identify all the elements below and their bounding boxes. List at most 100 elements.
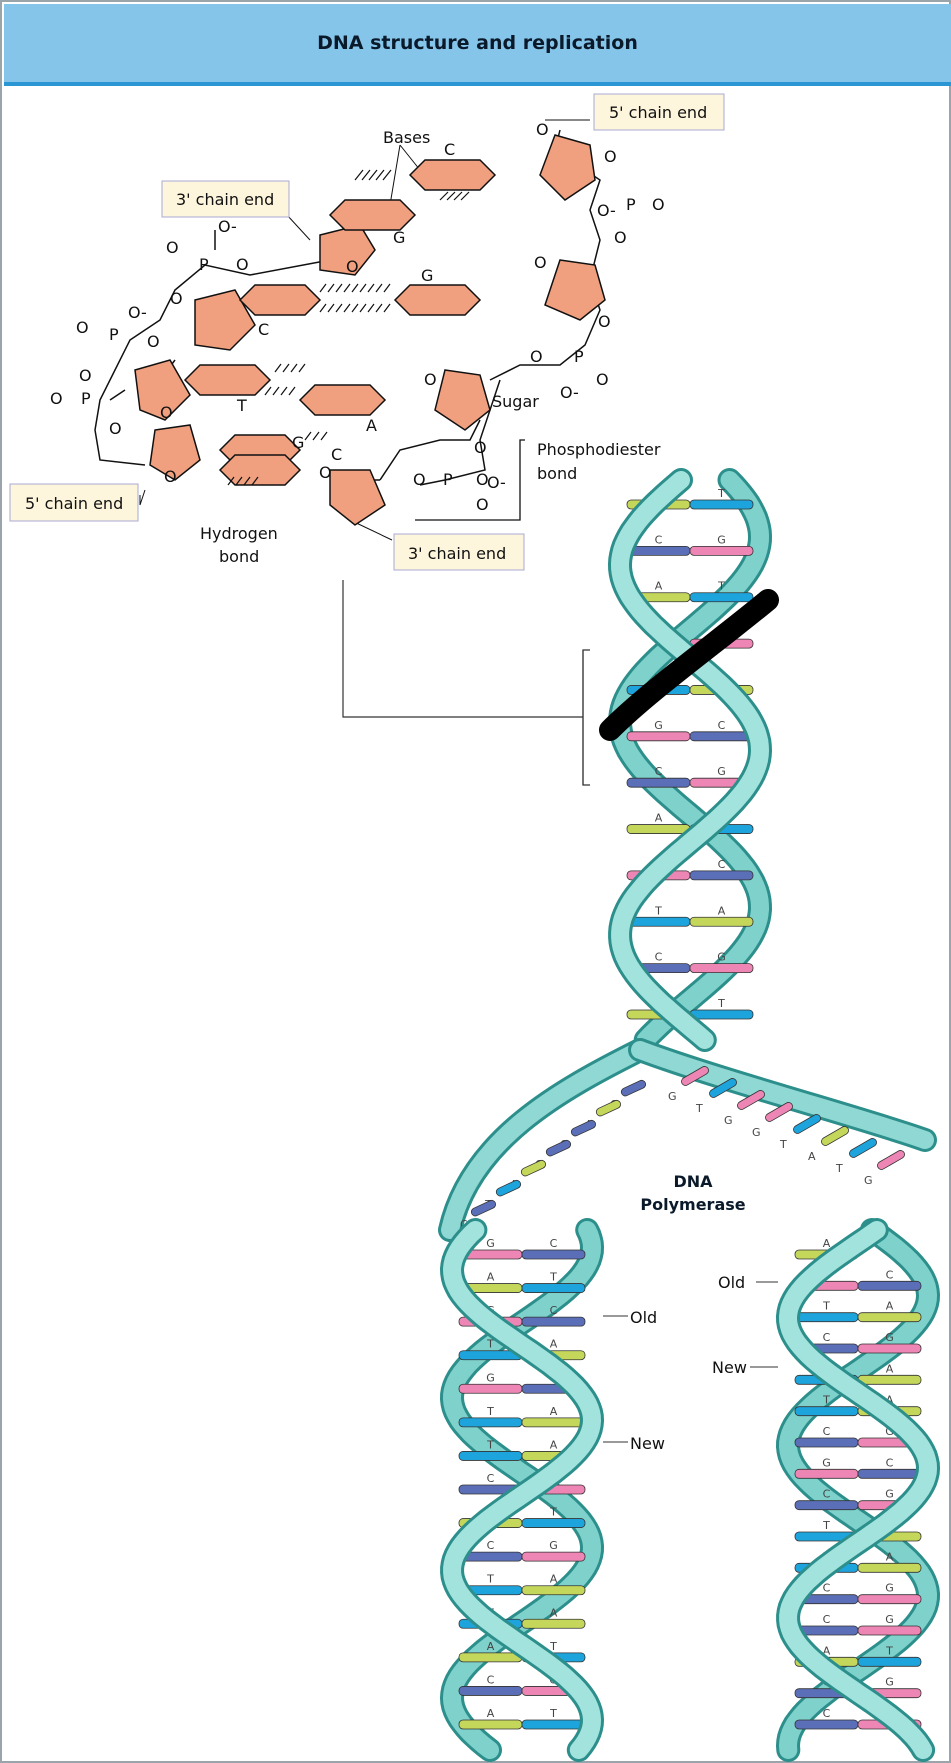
title-bar: DNA structure and replication bbox=[4, 4, 951, 86]
base-label: T bbox=[822, 1300, 830, 1313]
magnification-bracket bbox=[342, 580, 590, 786]
base-label: A bbox=[655, 812, 663, 825]
free-base-C bbox=[570, 1119, 597, 1137]
label-box bbox=[161, 180, 290, 218]
base-label: T bbox=[549, 1640, 557, 1653]
base-label: A bbox=[550, 1438, 558, 1451]
base-label: G bbox=[654, 719, 663, 732]
highlighted-segment bbox=[599, 589, 779, 741]
atom-o: O bbox=[652, 195, 665, 214]
base-label: T bbox=[822, 1519, 830, 1532]
atom-p: P bbox=[199, 255, 209, 274]
base-bar-C bbox=[689, 731, 754, 742]
base-letter: A bbox=[366, 416, 377, 435]
base-label: G bbox=[717, 765, 726, 778]
base-letter: G bbox=[292, 433, 304, 452]
base-label: G bbox=[486, 1237, 495, 1250]
free-base-label: G bbox=[864, 1174, 873, 1187]
base-label: T bbox=[549, 1707, 557, 1720]
base-label: C bbox=[718, 858, 726, 871]
atom-o: O bbox=[536, 120, 549, 139]
free-base-G bbox=[737, 1090, 765, 1110]
base-label: T bbox=[654, 904, 662, 917]
base-label: T bbox=[486, 1338, 494, 1351]
base-bar-C bbox=[857, 1468, 922, 1479]
base-letter: C bbox=[258, 320, 269, 339]
base-bar-C bbox=[626, 545, 691, 556]
base-label: C bbox=[550, 1237, 558, 1250]
base-label: G bbox=[885, 1488, 894, 1501]
base-bar-G bbox=[458, 1383, 523, 1394]
base-label: T bbox=[717, 487, 725, 500]
atom-o: O bbox=[614, 228, 627, 247]
label-new-left: New bbox=[630, 1434, 665, 1453]
sugar-rings bbox=[134, 134, 606, 526]
label-5prime-top: 5' chain end bbox=[609, 103, 707, 122]
atom-o: O bbox=[76, 318, 89, 337]
atom-o: O bbox=[319, 463, 332, 482]
base-bar-G bbox=[857, 1625, 922, 1636]
label-bond: bond bbox=[537, 464, 577, 483]
base-label: T bbox=[486, 1573, 494, 1586]
base-bar-A bbox=[689, 916, 754, 927]
atom-o: O bbox=[160, 403, 173, 422]
base-bar-A bbox=[521, 1417, 586, 1428]
atom-o: O bbox=[530, 347, 543, 366]
base-label: C bbox=[655, 951, 663, 964]
base-label: G bbox=[486, 1371, 495, 1384]
base-letter: C bbox=[444, 140, 455, 159]
backbone-strand-front-fill bbox=[778, 1221, 938, 1759]
base-label: A bbox=[487, 1271, 495, 1284]
free-base-label: G bbox=[668, 1090, 677, 1103]
base-bar-A bbox=[521, 1618, 586, 1629]
atom-o: O bbox=[147, 332, 160, 351]
base-bar-C bbox=[794, 1437, 859, 1448]
base-label: T bbox=[549, 1506, 557, 1519]
free-base-G bbox=[877, 1150, 905, 1170]
backbone-strand-back-fill bbox=[610, 471, 770, 1049]
base-bar-A bbox=[857, 1562, 922, 1573]
base-label: T bbox=[486, 1438, 494, 1451]
label-hydrogen-bond: bond bbox=[219, 547, 259, 566]
atom-p: P bbox=[109, 325, 119, 344]
label-box bbox=[593, 93, 725, 131]
fork-left-arm bbox=[438, 1038, 652, 1242]
base-bar-T bbox=[689, 592, 754, 603]
base-label: C bbox=[886, 1456, 894, 1469]
base-label: C bbox=[823, 1707, 831, 1720]
base-label: A bbox=[823, 1644, 831, 1657]
atom-o: O bbox=[598, 312, 611, 331]
base-bar-T bbox=[626, 916, 691, 927]
base-bar-T bbox=[521, 1283, 586, 1293]
atom-o: O bbox=[50, 389, 63, 408]
free-base-label: T bbox=[835, 1162, 843, 1175]
atom-o-minus: O- bbox=[560, 383, 579, 402]
free-base-C bbox=[470, 1199, 497, 1217]
base-label: A bbox=[550, 1338, 558, 1351]
base-label: T bbox=[822, 1394, 830, 1407]
label-old-right: Old bbox=[718, 1273, 745, 1292]
diagram-title: DNA structure and replication bbox=[317, 32, 638, 54]
free-base-A bbox=[821, 1126, 849, 1146]
free-base-G bbox=[765, 1102, 793, 1122]
base-bar-G bbox=[857, 1343, 922, 1354]
base-label: A bbox=[550, 1573, 558, 1586]
polymerase-label-1: DNA bbox=[673, 1172, 713, 1191]
atom-p: P bbox=[81, 389, 91, 408]
base-label: C bbox=[718, 719, 726, 732]
base-letter: G bbox=[393, 228, 405, 247]
base-rings bbox=[183, 159, 497, 486]
base-label: C bbox=[886, 1268, 894, 1281]
base-bar-T bbox=[521, 1719, 586, 1730]
base-label: C bbox=[487, 1539, 495, 1552]
base-bar-A bbox=[626, 824, 691, 834]
base-bar-T bbox=[794, 1312, 859, 1323]
label-bases: Bases bbox=[383, 128, 430, 147]
base-label: T bbox=[486, 1405, 494, 1418]
base-label: T bbox=[717, 997, 725, 1010]
atom-o: O bbox=[534, 253, 547, 272]
atom-o: O bbox=[79, 366, 92, 385]
